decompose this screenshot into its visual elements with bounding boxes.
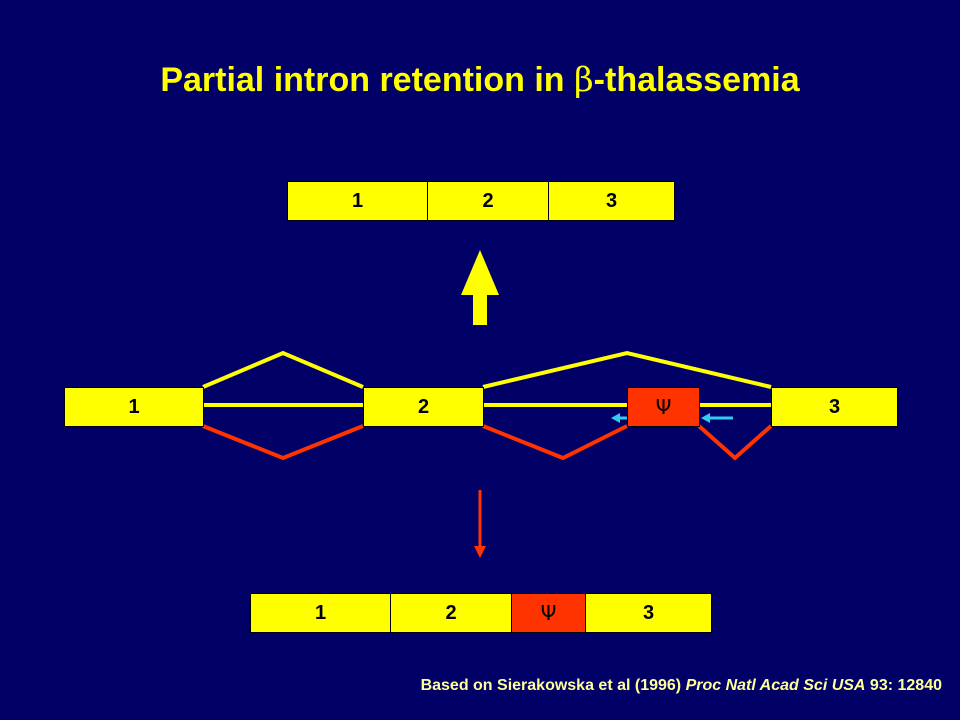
title-text: Partial intron retention in — [160, 61, 575, 99]
aberrant-splice-1 — [202, 424, 364, 461]
aberrant-exon-3: 3 — [585, 593, 712, 633]
normal-splice-1 — [202, 350, 364, 389]
normal-splice-2 — [482, 350, 772, 389]
citation-journal: Proc Natl Acad Sci USA — [685, 677, 866, 694]
title-suffix: -thalassemia — [593, 61, 800, 99]
citation-volume: 93: 12840 — [865, 677, 942, 694]
aberrant-exon-2: 2 — [390, 593, 512, 633]
gene-pseudo-exon: Ψ — [627, 387, 700, 427]
cyan-arrow-2 — [701, 413, 733, 423]
mrna-exon-1: 1 — [287, 181, 428, 221]
up-arrow-icon — [461, 250, 499, 325]
aberrant-splice-3 — [697, 424, 773, 461]
mrna-exon-3: 3 — [548, 181, 675, 221]
aberrant-pseudo-exon: Ψ — [511, 593, 586, 633]
gene-exon-2: 2 — [363, 387, 484, 427]
down-arrow-icon — [474, 490, 486, 558]
aberrant-splice-2 — [482, 424, 628, 461]
aberrant-exon-1: 1 — [250, 593, 391, 633]
citation: Based on Sierakowska et al (1996) Proc N… — [421, 677, 942, 695]
gene-exon-3: 3 — [771, 387, 898, 427]
beta-symbol: β — [574, 60, 594, 100]
citation-authors: Based on Sierakowska et al (1996) — [420, 677, 686, 694]
gene-exon-1: 1 — [64, 387, 204, 427]
slide-title: Partial intron retention in β-thalassemi… — [0, 60, 960, 100]
mrna-exon-2: 2 — [427, 181, 549, 221]
